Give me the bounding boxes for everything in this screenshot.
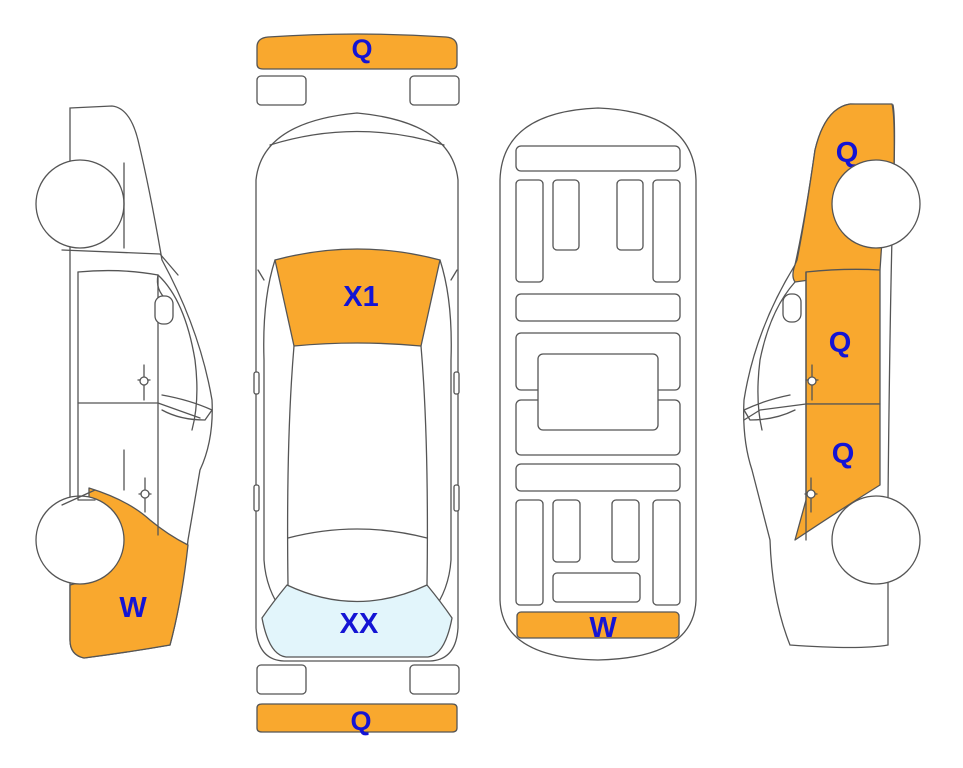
taillight-right xyxy=(409,664,460,695)
right-rear-door-zone[interactable] xyxy=(794,403,881,541)
rear-bumper-zone[interactable] xyxy=(256,703,458,733)
top-view: Q X1 XX Q xyxy=(253,33,460,736)
right-side-view: Q Q Q xyxy=(743,103,921,649)
undercarriage-rear-zone[interactable] xyxy=(516,611,680,639)
right-mirror xyxy=(782,293,802,323)
right-front-wheel xyxy=(831,159,921,249)
windshield-zone[interactable] xyxy=(274,248,441,347)
rear-bumper-label: Q xyxy=(350,706,371,736)
rear-window-zone[interactable] xyxy=(261,584,453,658)
undercarriage-view: W xyxy=(499,107,697,661)
left-front-wheel xyxy=(35,159,125,249)
rear-window-label: XX xyxy=(340,608,379,640)
undercarriage-rear-label: W xyxy=(589,612,617,644)
left-mirror xyxy=(154,295,174,325)
windshield-label: X1 xyxy=(343,281,378,313)
right-front-door-label: Q xyxy=(829,327,852,359)
left-rear-quarter-label: W xyxy=(119,592,147,624)
front-bumper-label: Q xyxy=(351,34,372,64)
front-bumper-zone[interactable] xyxy=(256,33,458,70)
headlight-right xyxy=(409,75,460,106)
left-rear-wheel xyxy=(35,495,125,585)
right-front-door-zone[interactable] xyxy=(805,268,881,405)
right-rear-wheel xyxy=(831,495,921,585)
headlight-left xyxy=(256,75,307,106)
top-view-body xyxy=(255,112,459,662)
right-front-fender-label: Q xyxy=(836,137,859,169)
left-side-view: W xyxy=(35,105,213,659)
mirror-right-top xyxy=(453,371,460,395)
taillight-left xyxy=(256,664,307,695)
right-rear-door-label: Q xyxy=(832,438,855,470)
mirror-left-top xyxy=(253,371,260,395)
